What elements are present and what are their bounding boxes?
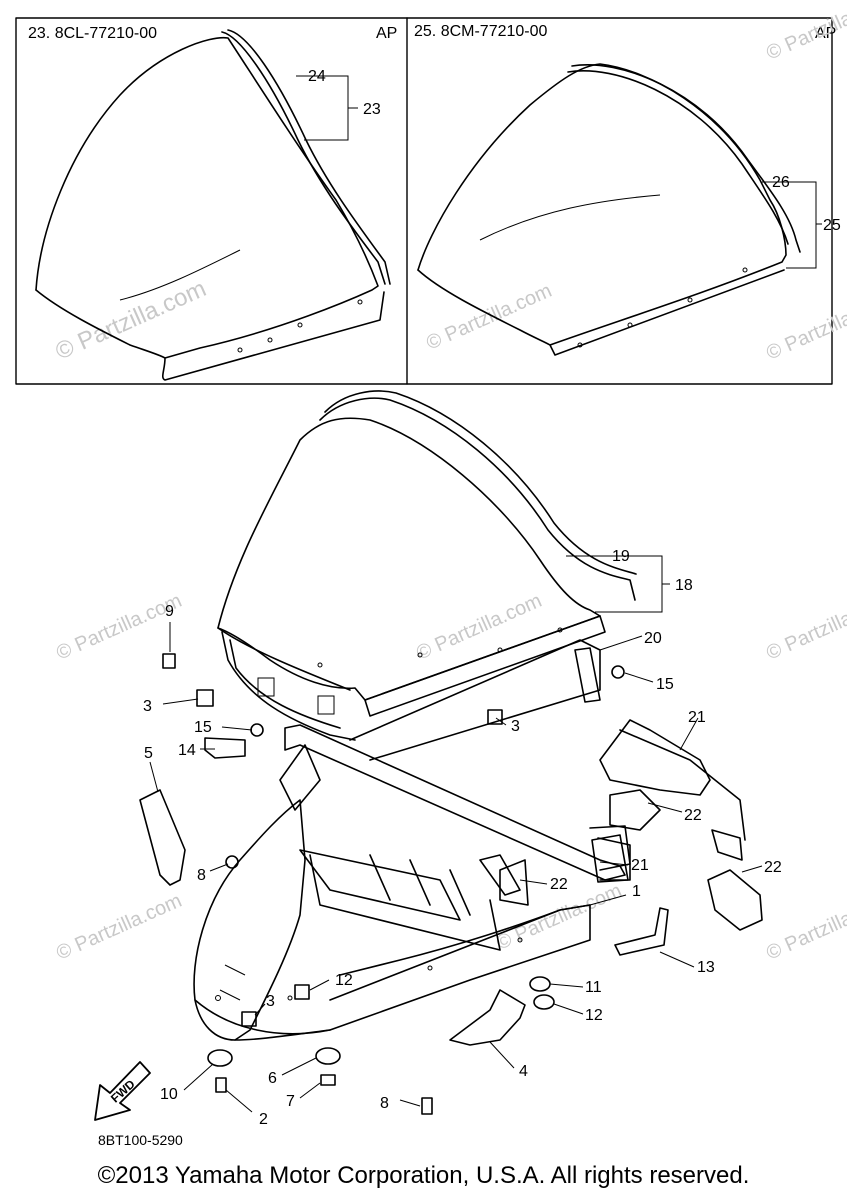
leaders-25-26 xyxy=(762,181,822,269)
label-13: 13 xyxy=(697,959,715,976)
label-22-b: 22 xyxy=(764,859,782,876)
label-16: 18 xyxy=(675,577,693,594)
watermark-8: © Partzilla.com xyxy=(763,890,847,965)
watermark-10: © Partzilla.com xyxy=(763,290,847,365)
label-7: 7 xyxy=(286,1093,295,1110)
label-6: 6 xyxy=(268,1070,277,1087)
label-2: 2 xyxy=(259,1111,268,1128)
lower-cowl xyxy=(193,799,591,1041)
label-3-a: 3 xyxy=(143,698,152,715)
label-14: 14 xyxy=(178,742,196,759)
small-hardware xyxy=(139,653,763,1115)
label-5: 5 xyxy=(144,745,153,762)
leader-lines xyxy=(149,622,763,1113)
panel-left-tag: AP xyxy=(376,25,397,42)
label-3-b: 3 xyxy=(511,718,520,735)
windscreen-25 xyxy=(417,63,801,356)
windscreen-16 xyxy=(217,390,637,717)
label-3-c: 3 xyxy=(266,993,275,1010)
label-23: 23 xyxy=(363,101,381,118)
label-21: 21 xyxy=(631,857,649,874)
label-19: 21 xyxy=(688,709,706,726)
watermark-5: © Partzilla.com xyxy=(53,890,185,965)
label-24: 24 xyxy=(308,68,326,85)
panel-right-code: 25. 8CM-77210-00 xyxy=(414,23,548,40)
leaders-23-24 xyxy=(296,75,358,141)
watermark-2: © Partzilla.com xyxy=(423,280,555,355)
label-15-b: 15 xyxy=(656,676,674,693)
watermark-7: © Partzilla.com xyxy=(763,590,847,665)
drawing-number: 8BT100-5290 xyxy=(98,1132,183,1148)
label-8-a: 8 xyxy=(197,867,206,884)
label-12-b: 12 xyxy=(585,1007,603,1024)
label-25: 25 xyxy=(823,217,841,234)
label-18: 20 xyxy=(644,630,662,647)
copyright-notice: ©2013 Yamaha Motor Corporation, U.S.A. A… xyxy=(97,1162,750,1189)
watermark-4: © Partzilla.com xyxy=(413,590,545,665)
label-4: 4 xyxy=(519,1063,528,1080)
label-11: 11 xyxy=(585,979,602,996)
label-10: 10 xyxy=(160,1086,178,1103)
panel-left-code: 23. 8CL-77210-00 xyxy=(28,25,157,42)
label-9: 9 xyxy=(165,603,174,620)
label-22-a: 22 xyxy=(684,807,702,824)
label-1: 1 xyxy=(632,883,641,900)
label-12-a: 12 xyxy=(335,972,353,989)
fwd-arrow: FWD xyxy=(94,1061,151,1121)
label-26: 26 xyxy=(772,174,790,191)
label-17: 19 xyxy=(612,548,630,565)
label-8-b: 8 xyxy=(380,1095,389,1112)
panel-right-tag: AP xyxy=(815,25,836,42)
top-panels-frame xyxy=(15,17,833,385)
label-20: 22 xyxy=(550,876,568,893)
watermark-9: © Partzilla.com xyxy=(763,0,847,65)
label-15-a: 15 xyxy=(194,719,212,736)
leaders-16-17 xyxy=(566,555,670,613)
